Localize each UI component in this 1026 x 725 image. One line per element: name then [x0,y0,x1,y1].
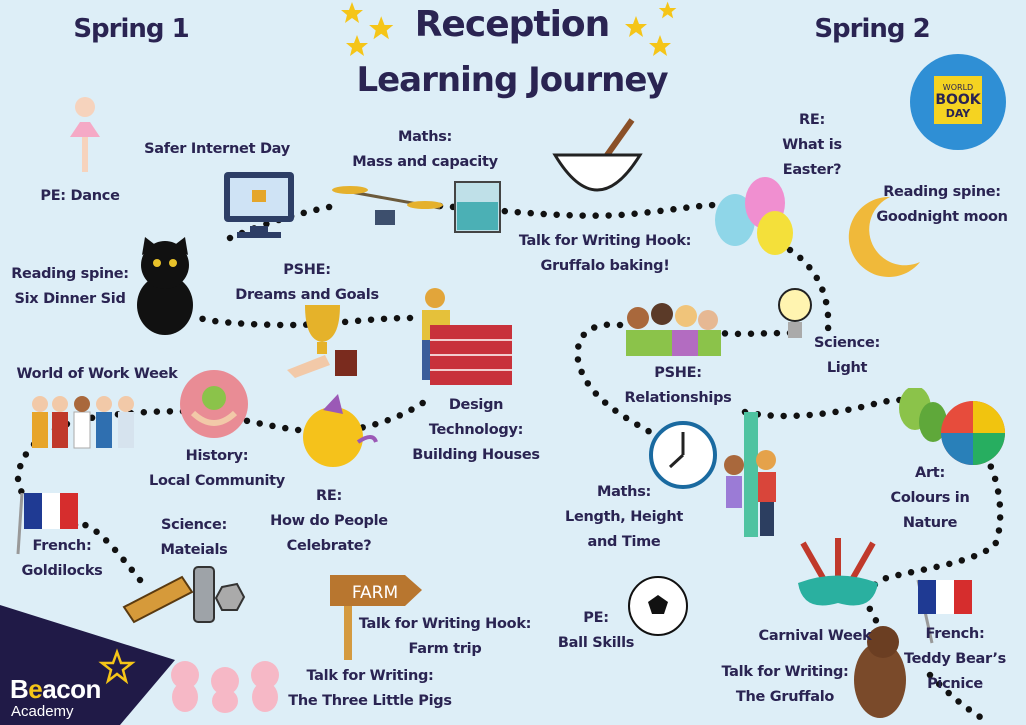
party-emoji-icon [303,394,378,467]
carnival-mask-icon [798,538,878,606]
svg-text:FARM: FARM [352,583,398,603]
logo-subtitle: Academy [11,703,74,720]
trophy-icon [287,305,357,378]
label-t4w-pigs: Talk for Writing:The Three Little Pigs [288,668,452,709]
mixing-bowl-icon [552,118,643,192]
label-reading-moon: Reading spine:Goodnight moon [876,184,1008,225]
label-maths-mass: Maths:Mass and capacity [352,129,498,170]
label-pshe-relationships: PSHE:Relationships [624,365,732,406]
label-pshe-dreams: PSHE:Dreams and Goals [235,262,379,303]
stars-icon [341,2,394,56]
builder-icon [422,288,512,385]
clock-icon [649,421,717,489]
svg-text:BOOK: BOOK [935,92,981,108]
label-world-of-work: World of Work Week [16,366,178,382]
black-cat-icon [137,237,193,335]
label-t4w-gruffalo: Talk for Writing:The Gruffalo [721,664,849,705]
label-french-goldilocks: French:Goldilocks [21,538,103,579]
computer-lock-icon [224,172,294,238]
svg-text:WORLD: WORLD [943,83,973,92]
label-science-materials: Science:Mateials [160,517,228,558]
stars-icon [625,1,677,56]
three-pigs-icon [171,661,279,713]
french-flag-icon [916,579,972,644]
children-measuring-icon [724,412,776,537]
workers-icon [32,396,134,449]
french-flag-icon [16,492,78,555]
page-title: Reception [414,4,611,45]
svg-text:DAY: DAY [946,107,972,120]
label-pe-dance: PE: Dance [40,188,120,204]
logo-background [0,605,175,725]
moon-icon [848,196,920,277]
easter-eggs-icon [715,177,793,255]
football-icon [628,576,688,636]
page-subtitle: Learning Journey [356,60,668,100]
colour-wheel-leaves-icon [899,388,1005,465]
lightbulb-icon [778,288,812,338]
wood-and-bolts-icon [122,566,246,624]
community-icon [180,370,248,438]
label-reading-sid: Reading spine:Six Dinner Sid [11,266,129,307]
children-group-icon [626,303,721,356]
label-carnival: Carnival Week [758,628,872,644]
label-safer-internet-day: Safer Internet Day [144,141,290,157]
label-history: History:Local Community [149,448,285,489]
label-t4w-gruffalo-baking: Talk for Writing Hook:Gruffalo baking! [518,233,692,274]
term-spring-1: Spring 1 [73,14,189,44]
farm-sign-icon: FARM [330,575,422,660]
term-spring-2: Spring 2 [814,14,930,44]
gruffalo-icon [854,626,906,718]
label-science-light: Science:Light [814,335,880,376]
label-t4w-farm: Talk for Writing Hook:Farm trip [358,616,532,657]
label-pe-ball: PE:Ball Skills [557,610,635,651]
ballerina-icon [70,97,100,172]
logo-name: Beacon [10,674,101,704]
scales-and-jug-icon [332,181,501,233]
